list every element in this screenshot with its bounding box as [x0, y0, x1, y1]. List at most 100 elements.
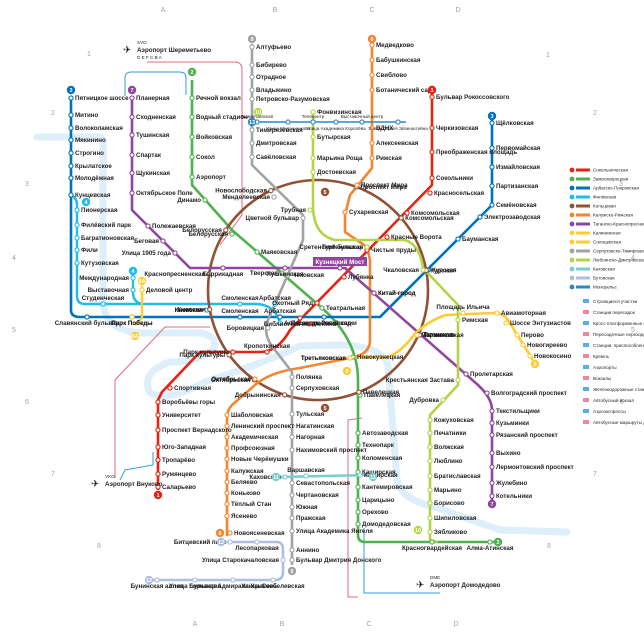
station-label[interactable]: Спортивная [174, 385, 211, 392]
station-label[interactable]: Юго-Западная [162, 444, 206, 451]
station-label[interactable]: Сокольники [436, 175, 473, 182]
station-label[interactable]: Выставочный центр [341, 113, 384, 119]
station-label[interactable]: Китай-город [378, 290, 416, 297]
station-label[interactable]: Тушинская [136, 132, 170, 139]
station-label[interactable]: Марксистская [421, 332, 464, 339]
station-label[interactable]: Щукинская [136, 170, 170, 177]
station-marker[interactable] [249, 44, 255, 50]
station-marker[interactable] [268, 187, 274, 194]
station-label[interactable]: Сходненская [136, 114, 176, 121]
station-marker[interactable] [227, 539, 233, 545]
station-label[interactable]: Шаболовская [231, 412, 273, 419]
station-label[interactable]: Беговая [134, 238, 159, 245]
station-marker[interactable] [355, 484, 361, 490]
station-marker[interactable] [139, 287, 145, 293]
station-label[interactable]: Римская [462, 317, 488, 324]
station-marker[interactable] [369, 72, 375, 78]
station-marker[interactable] [455, 236, 461, 242]
station-label[interactable]: Братиславская [434, 473, 481, 480]
station-marker[interactable] [227, 530, 233, 536]
station-marker[interactable] [427, 500, 433, 506]
station-marker[interactable] [427, 430, 433, 436]
station-marker[interactable] [494, 310, 500, 316]
station-label[interactable]: Достоевская [317, 169, 356, 176]
station-marker[interactable] [224, 490, 230, 496]
station-label[interactable]: Третьяковская [301, 355, 347, 362]
station-marker[interactable] [68, 192, 74, 198]
station-marker[interactable] [272, 301, 278, 307]
station-marker[interactable] [224, 468, 230, 474]
station-label[interactable]: Южная [296, 504, 318, 511]
station-label[interactable]: Тургеневская [322, 244, 364, 251]
station-label[interactable]: Измайловская [496, 164, 540, 171]
station-marker[interactable] [307, 207, 313, 213]
station-label[interactable]: Парк Победы [111, 320, 152, 327]
station-marker[interactable] [129, 170, 135, 176]
station-marker[interactable] [429, 94, 435, 100]
station-marker[interactable] [249, 127, 255, 133]
station-marker[interactable] [252, 376, 258, 382]
station-marker[interactable] [369, 155, 375, 161]
station-label[interactable]: Выставочная [88, 287, 130, 294]
station-marker[interactable] [265, 325, 271, 331]
station-marker[interactable] [229, 231, 235, 237]
station-label[interactable]: Рязанский проспект [496, 432, 558, 439]
station-label[interactable]: Марьина Роща [317, 155, 363, 162]
station-marker[interactable] [237, 301, 243, 307]
station-marker[interactable] [155, 399, 161, 405]
station-label[interactable]: Улица Старокачаловская [202, 557, 279, 564]
station-label[interactable]: ВДНХ [376, 125, 394, 132]
station-marker[interactable] [477, 214, 483, 220]
station-marker[interactable] [359, 119, 365, 125]
station-label[interactable]: Проспект Мира [360, 184, 407, 191]
station-label[interactable]: Рижская [376, 155, 402, 162]
station-label[interactable]: Чеховская [292, 272, 324, 279]
station-label[interactable]: Площадь Революции [291, 320, 357, 327]
station-label[interactable]: Домодедовская [362, 521, 411, 528]
station-marker[interactable] [319, 305, 325, 311]
station-marker[interactable] [489, 164, 495, 170]
station-marker[interactable] [427, 487, 433, 493]
station-marker[interactable] [270, 577, 276, 583]
station-marker[interactable] [289, 385, 295, 391]
station-marker[interactable] [74, 235, 80, 241]
station-label[interactable]: Водный стадион [196, 114, 248, 121]
station-label[interactable]: Коломенская [362, 455, 403, 462]
station-label[interactable]: Владыкино [256, 87, 292, 94]
station-label[interactable]: Котельники [496, 493, 532, 500]
station-marker[interactable] [74, 207, 80, 213]
station-marker[interactable] [429, 125, 435, 131]
station-marker[interactable] [289, 374, 295, 380]
station-marker[interactable] [249, 74, 255, 80]
station-marker[interactable] [74, 260, 80, 266]
station-marker[interactable] [249, 140, 255, 146]
station-label[interactable]: Комсомольская [405, 215, 454, 222]
station-label[interactable]: Новогиреево [527, 342, 568, 349]
station-marker[interactable] [224, 513, 230, 519]
station-marker[interactable] [297, 315, 303, 321]
station-label[interactable]: Шипиловская [434, 515, 477, 522]
station-marker[interactable] [254, 249, 260, 255]
station-marker[interactable] [100, 301, 106, 307]
station-label[interactable]: Кантемировская [362, 484, 413, 491]
station-label[interactable]: Трубная [281, 207, 307, 214]
station-label[interactable]: Волжская [434, 444, 464, 451]
station-label[interactable]: Октябрьская [211, 377, 251, 384]
station-label[interactable]: Сокол [196, 154, 215, 161]
station-label[interactable]: Перово [521, 332, 544, 339]
station-marker[interactable] [277, 320, 283, 326]
station-marker[interactable] [189, 174, 195, 180]
station-label[interactable]: Полянка [296, 374, 322, 381]
station-label[interactable]: Улица Сергея Эйзенштейна [368, 125, 428, 131]
station-label[interactable]: Площадь Ильича [436, 304, 490, 311]
station-label[interactable]: Проспект Мира [361, 182, 408, 189]
station-label[interactable]: Крылатское [75, 163, 112, 170]
station-label[interactable]: Сретенский бульвар [300, 244, 364, 251]
station-marker[interactable] [130, 287, 136, 293]
station-marker[interactable] [68, 163, 74, 169]
station-label[interactable]: Планерная [136, 95, 170, 102]
station-label[interactable]: Кунцевская [75, 192, 111, 199]
station-marker[interactable] [369, 140, 375, 146]
station-label[interactable]: Митино [75, 112, 99, 119]
station-marker[interactable] [84, 314, 90, 320]
